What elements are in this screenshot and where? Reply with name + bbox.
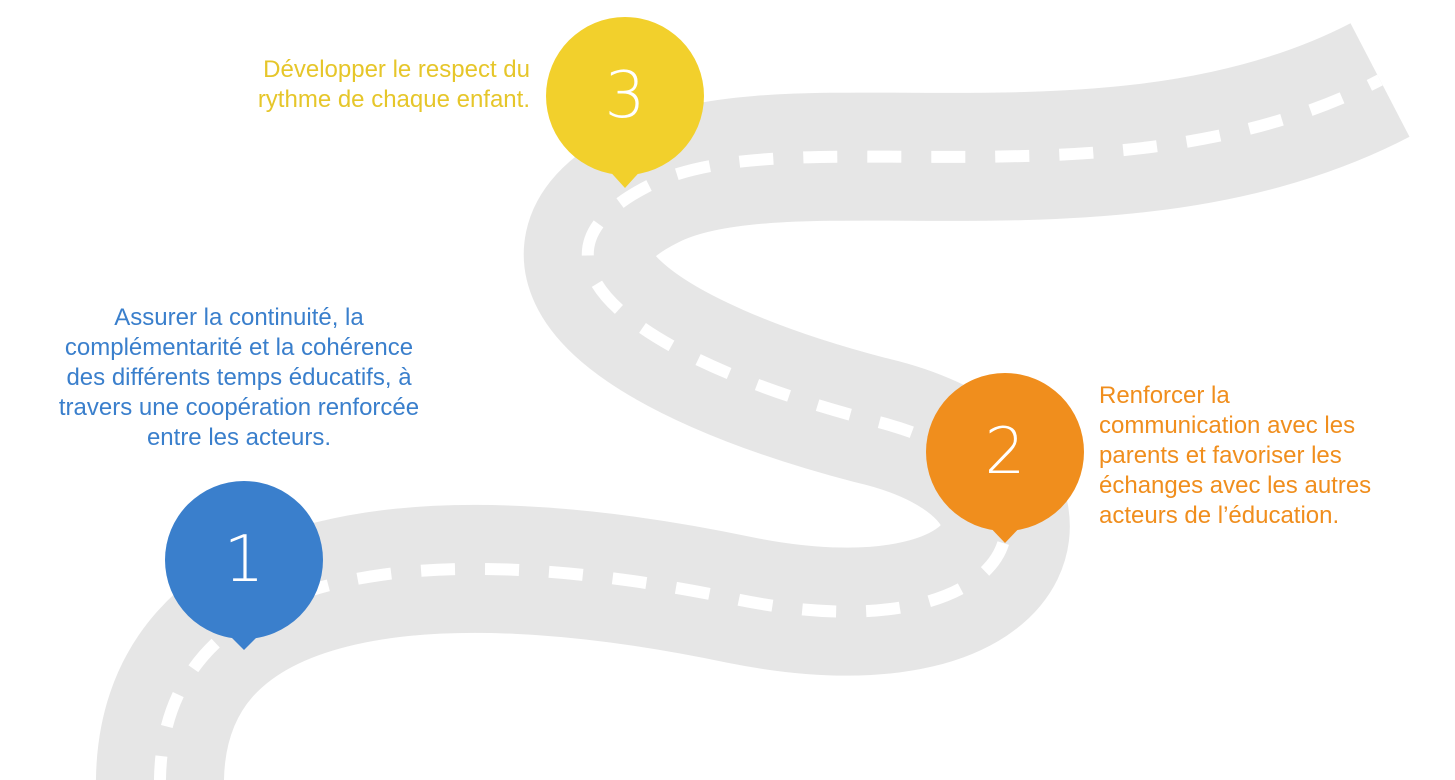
location-pin-icon [926,373,1084,543]
step-3-line: Développer le respect du [263,56,530,83]
step-1-line: des différents temps éducatifs, à [66,364,412,391]
location-pin-icon [165,481,323,650]
step-2-line: parents et favoriser les [1099,442,1342,469]
step-2-line: acteurs de l’éducation. [1099,502,1340,529]
step-1-line: entre les acteurs. [146,424,332,451]
step-3-description: Développer le respect du rythme de chaqu… [258,55,530,115]
step-2-line: communication avec les [1099,412,1356,439]
step-1-marker: 1 [164,480,324,650]
step-1-description: Assurer la continuité, la complémentarit… [0,303,478,453]
step-3-line: rythme de chaque enfant. [257,86,530,113]
road-center-dashes [154,74,1383,780]
step-3-number: 3 [604,59,646,133]
step-2-line: Renforcer la [1099,382,1230,409]
step-1-number: 1 [223,523,265,597]
step-2-description: Renforcer la communication avec les pare… [1099,381,1371,531]
step-2-line: échanges avec les autres [1099,472,1372,499]
location-pin-icon [546,17,704,188]
step-2-number: 2 [984,415,1026,489]
step-1-line: travers une coopération renforcée [58,394,420,421]
step-3-marker: 3 [545,16,705,188]
step-1-line: Assurer la continuité, la [114,304,364,331]
step-1-line: complémentarité et la cohérence [64,334,414,361]
step-2-marker: 2 [925,372,1085,543]
